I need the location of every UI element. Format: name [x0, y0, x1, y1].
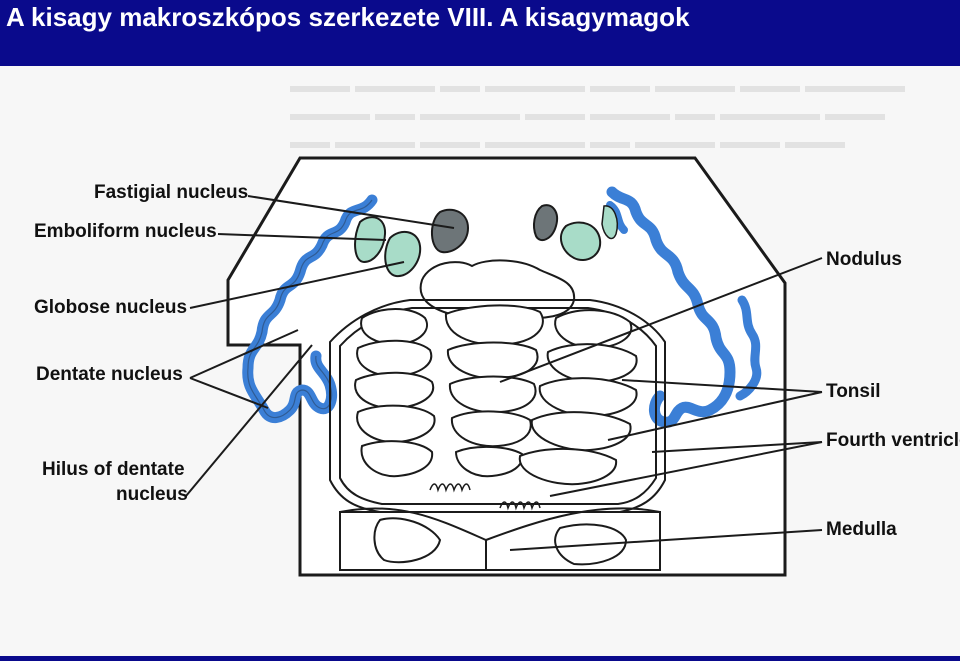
label-fastigial-nucleus: Fastigial nucleus — [94, 182, 249, 203]
dentate-nucleus-right — [606, 186, 736, 428]
label-fourth-ventricle: Fourth ventricle — [826, 430, 960, 451]
emboliform-nucleus-right — [559, 221, 602, 261]
slide-title: A kisagy makroszkópos szerkezete VIII. A… — [6, 2, 690, 32]
tonsil-right — [518, 309, 638, 486]
label-tonsil: Tonsil — [826, 381, 881, 402]
label-hilus-line1: Hilus of dentate — [42, 459, 185, 480]
fastigial-nucleus-left — [431, 208, 470, 254]
tonsil-left — [354, 308, 436, 478]
bottom-bar — [0, 656, 960, 661]
label-emboliform-nucleus: Emboliform nucleus — [34, 221, 217, 242]
label-globose-nucleus: Globose nucleus — [34, 297, 188, 318]
choroid-plexus-left — [429, 483, 471, 493]
leader-lines — [185, 195, 823, 551]
label-nodulus: Nodulus — [826, 249, 902, 270]
choroid-plexus-right — [499, 501, 541, 511]
fastigial-nucleus-right — [533, 204, 558, 242]
fourth-ventricle-outline — [329, 299, 666, 513]
label-dentate-nucleus: Dentate nucleus — [36, 364, 183, 385]
background-texture: ▬▬▬ ▬▬▬▬ ▬▬ ▬▬▬▬▬ ▬▬▬ ▬▬▬▬ ▬▬▬ ▬▬▬▬▬▬▬▬▬… — [290, 75, 905, 153]
dentate-inner-right — [735, 295, 762, 401]
label-hilus-line2: nucleus — [116, 484, 188, 505]
label-medulla: Medulla — [826, 519, 897, 540]
vermis-lobules — [444, 304, 544, 478]
dentate-nucleus-left — [242, 194, 378, 423]
title-bar — [0, 0, 960, 66]
